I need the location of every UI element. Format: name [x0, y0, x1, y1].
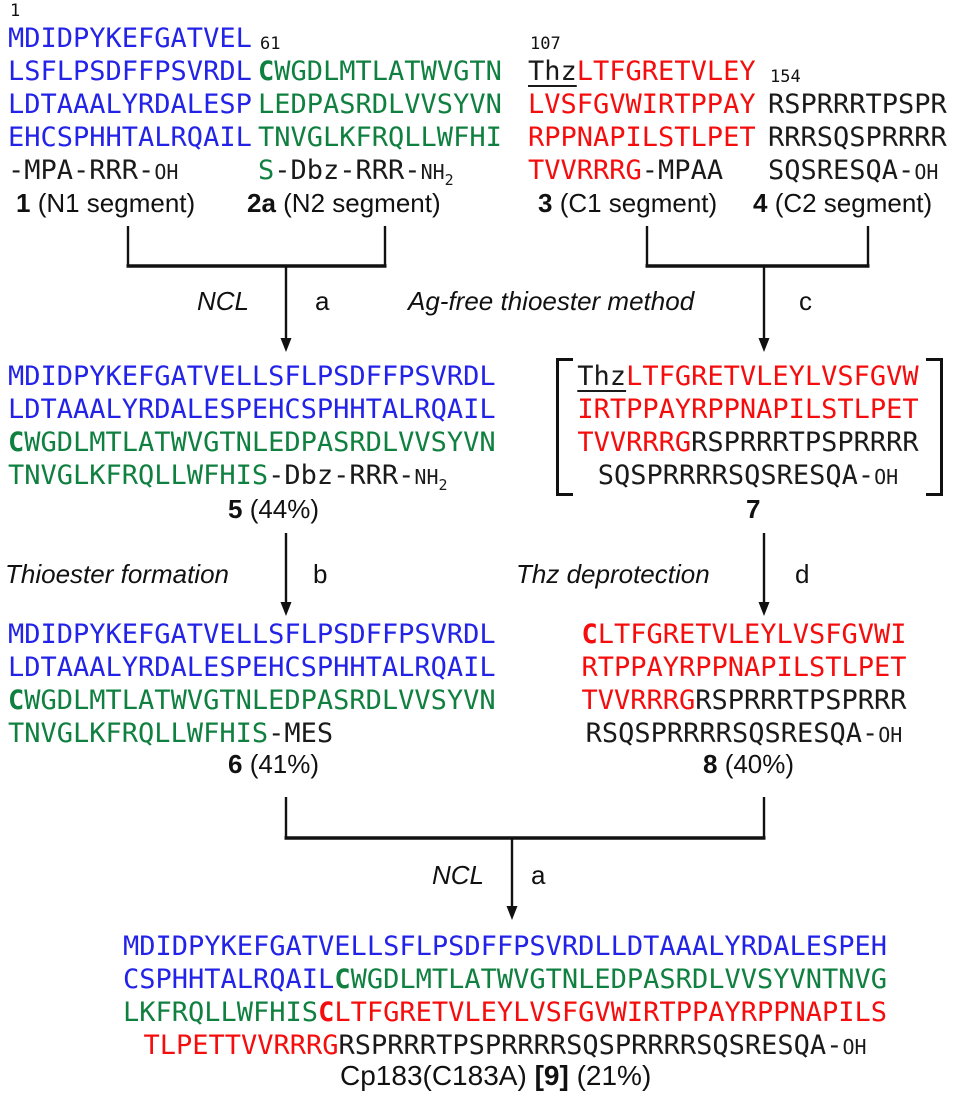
ncl-method-label-top: NCL: [197, 286, 250, 316]
sequence-line: TNVGLKFRQLLWFHI: [258, 122, 502, 153]
sequence-line: SQSRESQA-OH: [768, 155, 939, 186]
step-letter-c: c: [799, 286, 812, 316]
sequence-line: IRTPPAYRPPNAPILSTLPET: [577, 394, 919, 425]
residue-position-number: 107: [530, 34, 561, 54]
sequence-line: RSQSPRRRRSQSRESQA-OH: [585, 718, 903, 749]
sequence-line: TLPETTVVRRRGRSPRRRTPSPRRRRSQSPRRRRSQSRES…: [143, 1030, 867, 1061]
sequence-line: ThzLTFGRETVLEYLVSFGVW: [577, 361, 919, 392]
compound-9-sequence: MDIDPYKEFGATVELLSFLPSDFFPSVRDLLDTAAALYRD…: [118, 930, 892, 1062]
compound-8-label: 8 (40%): [703, 749, 795, 779]
step-letter-a-top: a: [315, 286, 330, 316]
sequence-line: LSFLPSDFFPSVRDL: [8, 56, 252, 87]
sequence-line: MDIDPYKEFGATVEL: [8, 23, 252, 54]
residue-position-number: 1: [10, 1, 21, 21]
step-letter-a-bottom: a: [531, 860, 546, 890]
compound-5-label: 5 (44%): [228, 494, 320, 524]
sequence-line: LDTAAALYRDALESPEHCSPHHTALRQAIL: [8, 652, 496, 683]
thz-deprotection-label: Thz deprotection: [516, 559, 710, 589]
sequence-line: CWGDLMTLATWVGTNLEDPASRDLVVSYVN: [8, 427, 496, 458]
sequence-line: LKFRQLLWFHISCLTFGRETVLEYLVSFGVWIRTPPAYRP…: [122, 997, 888, 1028]
segment-3-label: 3 (C1 segment): [538, 188, 718, 218]
compound-9-label: Cp183(C183A) [9] (21%): [340, 1060, 652, 1091]
arrow-a-bottom-head: [506, 906, 518, 920]
segment-4-label: 4 (C2 segment): [753, 188, 933, 218]
compound-7-label: 7: [746, 494, 761, 524]
segment-1-label: 1 (N1 segment): [16, 188, 196, 218]
sequence-line: SQSPRRRRSQSRESQA-OH: [597, 460, 899, 491]
sequence-line: TNVGLKFRQLLWFHIS-Dbz-RRR-NH2: [8, 460, 448, 494]
arrow-b-head: [280, 602, 292, 616]
ag-free-thioester-method-label: Ag-free thioester method: [408, 286, 695, 316]
sequence-line: CWGDLMTLATWVGTNLEDPASRDLVVSYVN: [8, 685, 496, 716]
sequence-line: -MPA-RRR-OH: [8, 155, 179, 186]
right-square-bracket: [926, 358, 943, 496]
sequence-line: RRRSQSPRRRR: [768, 122, 947, 153]
arrow-a-top-head: [280, 338, 292, 352]
sequence-line: LDTAAALYRDALESP: [8, 89, 252, 120]
arrow-c-head: [758, 338, 770, 352]
arrow-d-head: [758, 602, 770, 616]
thioester-formation-label: Thioester formation: [5, 559, 229, 589]
sequence-line: TVVRRRGRSPRRRTPSPRRR: [581, 685, 907, 716]
sequence-line: LDTAAALYRDALESPEHCSPHHTALRQAIL: [8, 394, 496, 425]
left-square-bracket: [556, 358, 573, 496]
residue-position-number: 61: [260, 34, 281, 54]
sequence-line: CSPHHTALRQAILCWGDLMTLATWVGTNLEDPASRDLVVS…: [122, 964, 888, 995]
sequence-line: MDIDPYKEFGATVELLSFLPSDFFPSVRDLLDTAAALYRD…: [122, 931, 887, 962]
residue-position-number: 154: [770, 67, 801, 87]
sequence-line: CWGDLMTLATWVGTN: [258, 56, 502, 87]
sequence-line: CLTFGRETVLEYLVSFGVWI: [581, 619, 907, 650]
sequence-line: MDIDPYKEFGATVELLSFLPSDFFPSVRDL: [8, 361, 496, 392]
step-letter-b: b: [313, 559, 328, 589]
sequence-line: LVSFGVWIRTPPAY: [528, 89, 756, 120]
sequence-line: TNVGLKFRQLLWFHIS-MES: [8, 718, 334, 749]
sequence-line: RTPPAYRPPNAPILSTLPET: [581, 652, 907, 683]
compound-6-label: 6 (41%): [228, 749, 320, 779]
segment-2a-label: 2a (N2 segment): [247, 188, 441, 218]
sequence-line: MDIDPYKEFGATVELLSFLPSDFFPSVRDL: [8, 619, 496, 650]
sequence-line: EHCSPHHTALRQAIL: [8, 122, 252, 153]
sequence-line: TVVRRRGRSPRRRTPSPRRRR: [577, 427, 919, 458]
sequence-line: RPPNAPILSTLPET: [528, 122, 756, 153]
sequence-line: ThzLTFGRETVLEY: [528, 56, 756, 87]
sequence-line: RSPRRRTPSPR: [768, 89, 947, 120]
sequence-line: TVVRRRG-MPAA: [528, 155, 724, 186]
sequence-line: LEDPASRDLVVSYVN: [258, 89, 502, 120]
ncl-method-label-bottom: NCL: [432, 860, 485, 890]
step-letter-d: d: [795, 559, 810, 589]
sequence-line: S-Dbz-RRR-NH2: [258, 155, 454, 189]
